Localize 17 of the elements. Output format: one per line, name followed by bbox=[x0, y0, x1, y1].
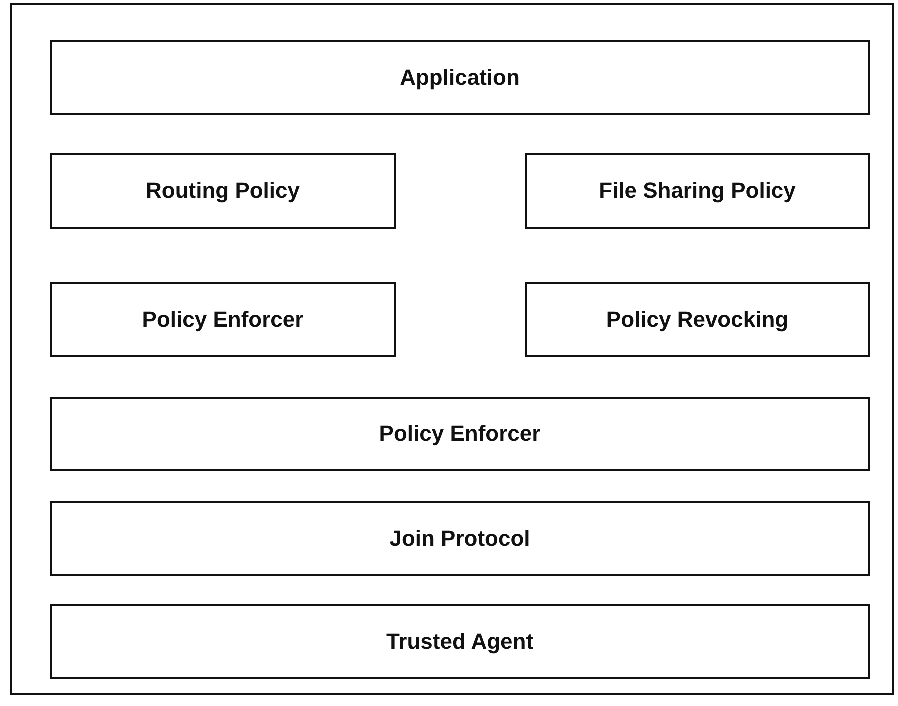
box-label: Routing Policy bbox=[146, 178, 300, 204]
process-box bbox=[50, 282, 396, 357]
box-label: File Sharing Policy bbox=[599, 178, 796, 204]
box-label: Trusted Agent bbox=[386, 628, 534, 654]
process-box bbox=[525, 153, 870, 229]
box-label: Policy Enforcer bbox=[142, 306, 304, 332]
process-box bbox=[50, 397, 870, 471]
box-label: Policy Enforcer bbox=[379, 421, 541, 447]
box-label: Application bbox=[400, 64, 520, 90]
process-box bbox=[525, 282, 870, 357]
box-label: Policy Revocking bbox=[606, 306, 789, 332]
process-box bbox=[50, 40, 870, 115]
process-box bbox=[50, 153, 396, 229]
process-box bbox=[50, 604, 870, 679]
frame-box bbox=[10, 3, 894, 695]
process-box bbox=[50, 501, 870, 576]
box-label: Join Protocol bbox=[390, 526, 530, 552]
